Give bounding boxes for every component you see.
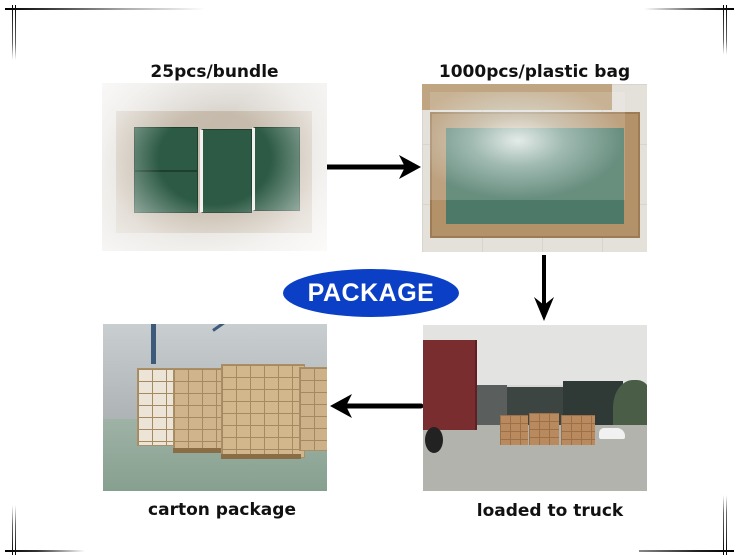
frame-line-top-right-vertical [723, 5, 724, 55]
photo-plastic-bag-carton [422, 84, 647, 252]
caption-carton-package: carton package [148, 500, 296, 520]
arrow-left-icon [330, 394, 424, 418]
frame-line-bottom-right-vertical [726, 495, 727, 555]
frame-line-top-left-vertical [12, 5, 13, 60]
photo-truck-loading [423, 325, 647, 491]
frame-line-top-right-vertical [726, 5, 727, 55]
package-badge-label: PACKAGE [307, 278, 435, 307]
frame-line-bottom-left-vertical [12, 505, 13, 555]
frame-line-bottom-right-vertical [723, 495, 724, 555]
photo-warehouse-pallets [103, 324, 327, 491]
frame-line-top-left [5, 8, 205, 10]
caption-loaded-to-truck: loaded to truck [476, 501, 624, 521]
photo-bundles-in-box [102, 83, 327, 251]
caption-bundle: 25pcs/bundle [150, 62, 279, 82]
frame-line-top-right [644, 8, 734, 10]
frame-line-top-left-vertical [15, 5, 16, 60]
arrow-down-icon [534, 255, 554, 321]
frame-line-bottom-left-vertical [15, 505, 16, 555]
package-badge: PACKAGE [283, 269, 459, 317]
arrow-right-icon [327, 155, 421, 179]
frame-line-bottom-left [5, 550, 85, 552]
frame-line-bottom-right [639, 550, 734, 552]
caption-plastic-bag: 1000pcs/plastic bag [438, 62, 631, 82]
